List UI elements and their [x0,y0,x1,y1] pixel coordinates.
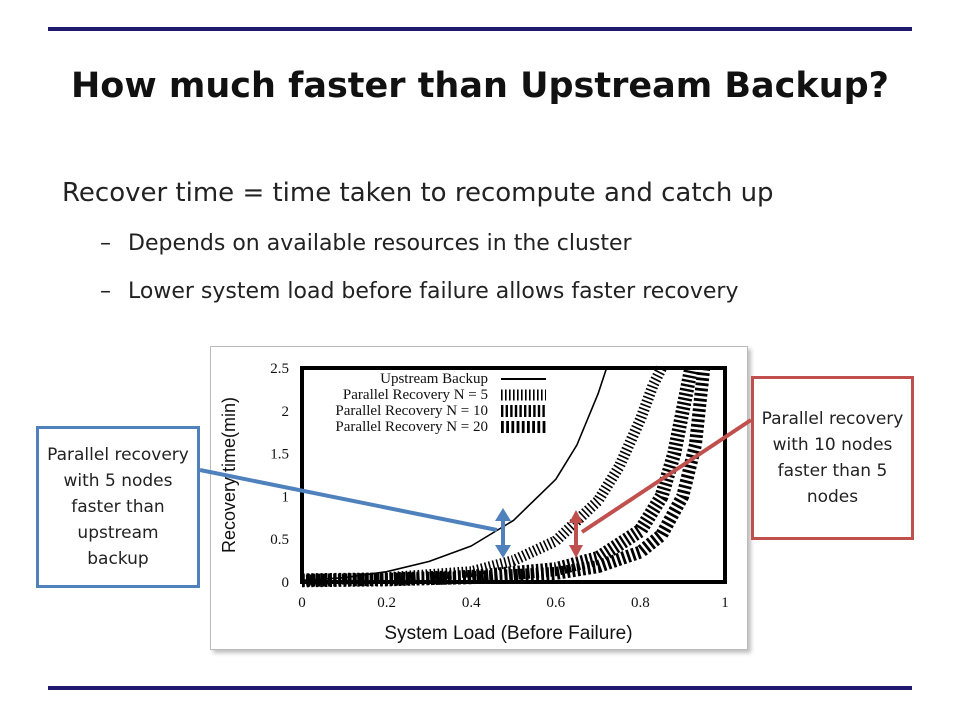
sub-bullet-load: – Lower system load before failure allow… [100,279,739,304]
y-tick-label: 1 [282,489,290,505]
x-tick-label: 0.2 [377,595,396,611]
legend-label: Upstream Backup [380,371,488,387]
dash-marker: – [100,231,111,256]
y-tick-label: 1.5 [270,447,289,463]
bottom-rule [48,686,912,690]
y-tick-label: 2 [282,404,290,420]
y-axis-label: Recovery time(min) [219,397,239,553]
legend-label: Parallel Recovery N = 10 [335,403,488,419]
x-tick-label: 0.4 [462,595,481,611]
top-rule [48,27,912,31]
callout-ten-nodes: Parallel recovery with 10 nodes faster t… [751,376,914,540]
main-bullet: Recover time = time taken to recompute a… [62,178,774,208]
y-tick-label: 0.5 [270,532,289,548]
legend-label: Parallel Recovery N = 5 [343,387,488,403]
legend-label: Parallel Recovery N = 20 [335,419,488,435]
x-tick-label: 1 [721,595,729,611]
x-axis-label: System Load (Before Failure) [384,623,632,644]
series-line-parallel-recovery-n-10 [301,366,699,588]
callout-five-nodes: Parallel recovery with 5 nodes faster th… [36,426,200,588]
dash-marker: – [100,279,111,304]
y-tick-label: 0 [282,575,290,591]
sub-bullet-text: Lower system load before failure allows … [128,279,739,304]
x-tick-label: 0 [298,595,306,611]
y-tick-label: 2.5 [270,361,289,377]
sub-bullet-resources: – Depends on available resources in the … [100,231,632,256]
slide-title: How much faster than Upstream Backup? [71,66,889,106]
x-tick-label: 0.6 [546,595,565,611]
x-tick-label: 0.8 [631,595,650,611]
sub-bullet-text: Depends on available resources in the cl… [128,231,632,256]
